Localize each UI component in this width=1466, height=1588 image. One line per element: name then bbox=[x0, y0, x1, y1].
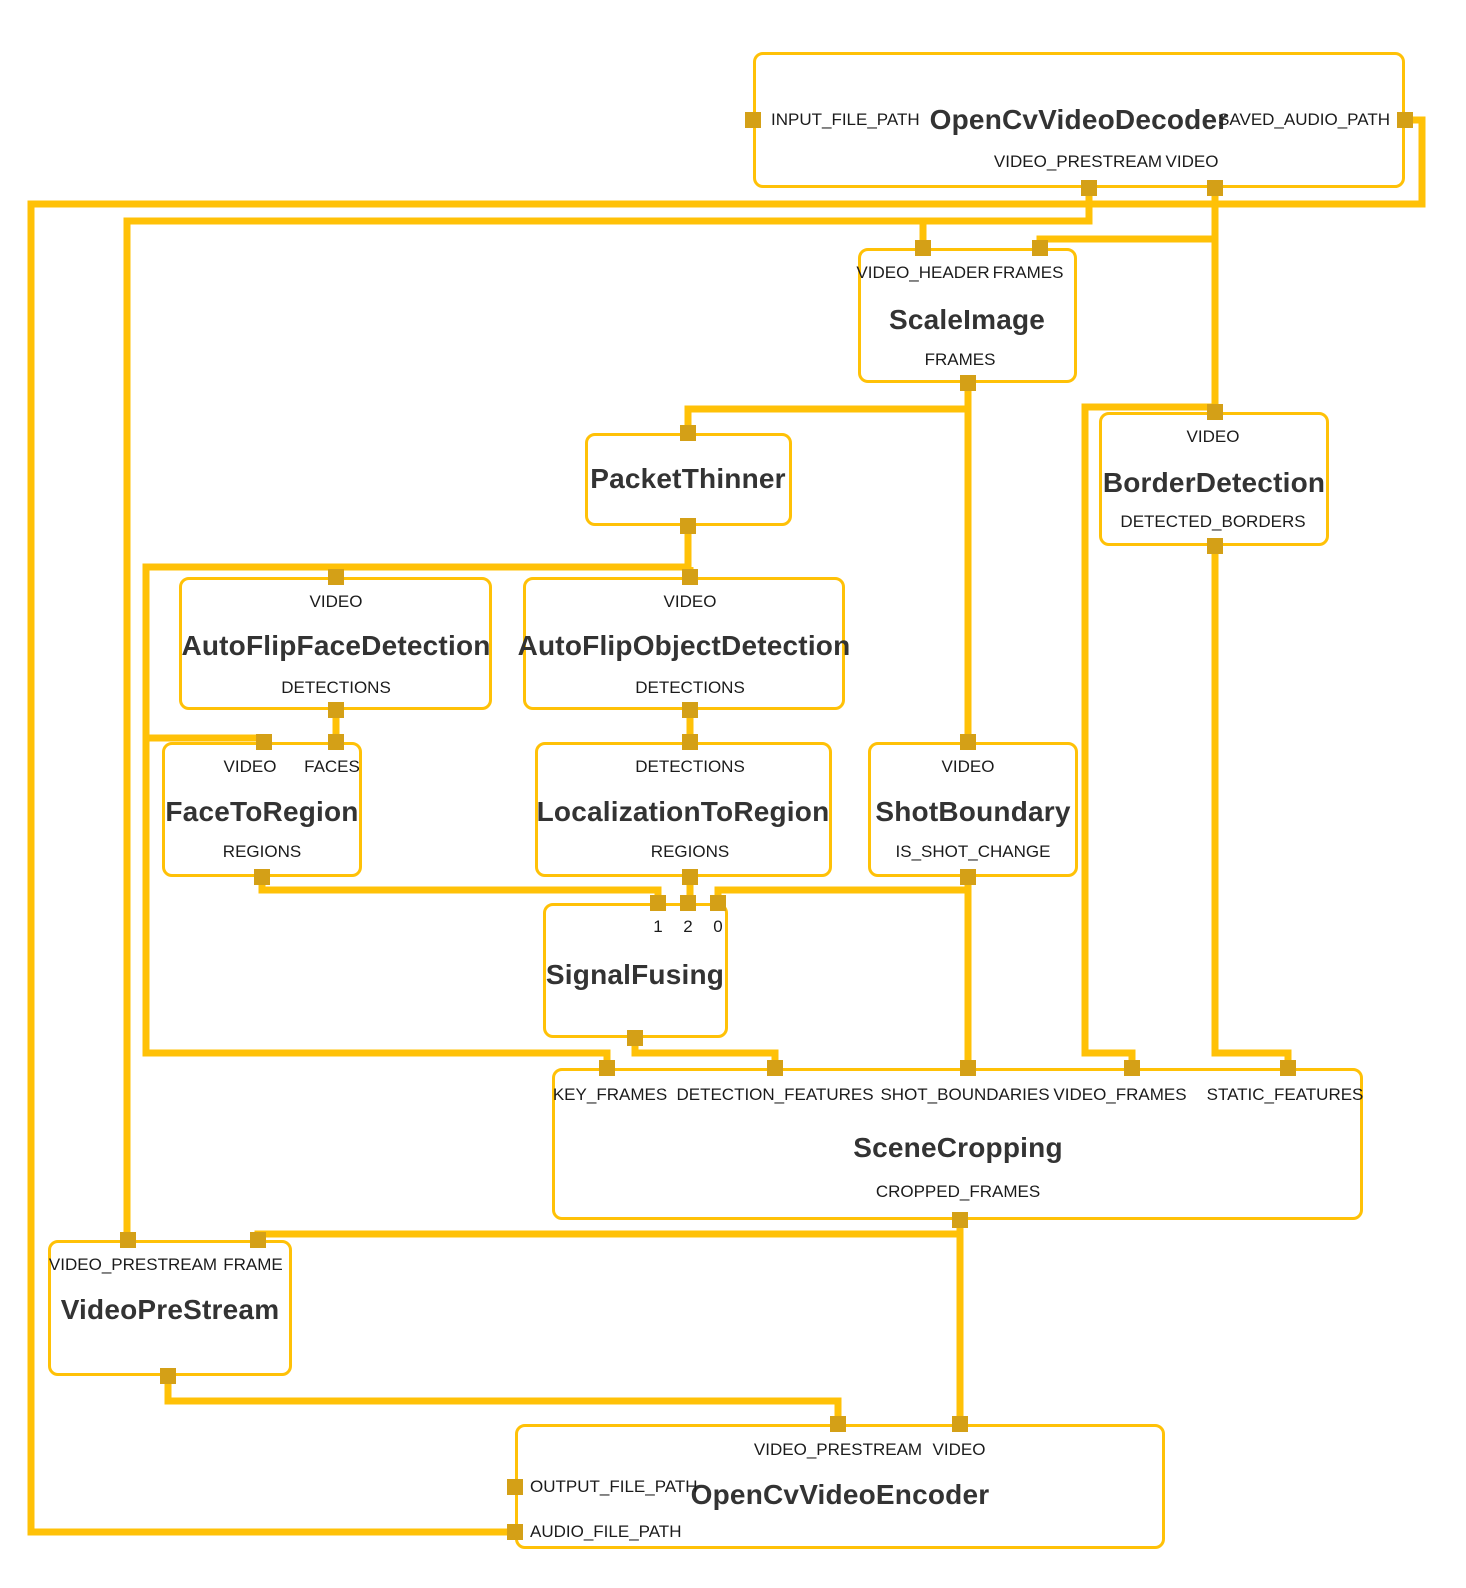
port-label-video-prestream: VIDEO_PRESTREAM bbox=[48, 1255, 218, 1274]
node-signal-fusing[interactable]: 1 2 0 SignalFusing bbox=[543, 903, 728, 1038]
port-label-2: 2 bbox=[683, 917, 693, 936]
node-title: PacketThinner bbox=[590, 463, 786, 494]
port-label-detections: DETECTIONS bbox=[635, 678, 745, 697]
node-border-detection[interactable]: VIDEO BorderDetection DETECTED_BORDERS bbox=[1099, 412, 1329, 546]
edge-videoprestream-out-to-encoder-prestream bbox=[164, 1376, 842, 1424]
port-label-saved-audio-path: SAVED_AUDIO_PATH bbox=[1218, 110, 1390, 129]
port-label-detected-borders: DETECTED_BORDERS bbox=[1120, 512, 1306, 531]
port-label-video: VIDEO bbox=[1165, 152, 1219, 171]
port-label-key-frames: KEY_FRAMES bbox=[552, 1085, 668, 1104]
node-title: FaceToRegion bbox=[165, 796, 359, 827]
edge-video-prestream-to-videoprestream-node bbox=[123, 188, 1093, 1240]
port-label-regions: REGIONS bbox=[222, 842, 302, 861]
node-title: AutoFlipObjectDetection bbox=[517, 630, 851, 661]
node-title: AutoFlipFaceDetection bbox=[181, 630, 491, 661]
port-label-video-frames: VIDEO_FRAMES bbox=[1053, 1085, 1187, 1104]
edge-cropped-frames-to-videoprestream-frame bbox=[254, 1230, 960, 1240]
node-title: ScaleImage bbox=[888, 304, 1046, 335]
port-label-video: VIDEO bbox=[941, 757, 995, 776]
edge-borders-to-static-features bbox=[1211, 546, 1292, 1068]
port-label-video-prestream: VIDEO_PRESTREAM bbox=[993, 152, 1163, 171]
edge-packetthinner-to-key-frames bbox=[142, 526, 692, 1068]
port-label-video-header: VIDEO_HEADER bbox=[856, 263, 990, 282]
node-title: OpenCvVideoDecoder bbox=[929, 104, 1229, 135]
edge-scaleimage-frames-to-packetthinner bbox=[684, 405, 968, 433]
node-title: ShotBoundary bbox=[875, 796, 1071, 827]
node-scene-cropping[interactable]: KEY_FRAMES DETECTION_FEATURES SHOT_BOUND… bbox=[552, 1068, 1363, 1220]
node-title: OpenCvVideoEncoder bbox=[690, 1479, 990, 1510]
node-localization-to-region[interactable]: DETECTIONS LocalizationToRegion REGIONS bbox=[535, 742, 832, 877]
edge-faceregions-to-signalfusing-1 bbox=[258, 877, 662, 903]
port-label-0: 0 bbox=[713, 917, 723, 936]
port-label-detections: DETECTIONS bbox=[281, 678, 391, 697]
node-title: SceneCropping bbox=[853, 1132, 1063, 1163]
port-label-video: VIDEO bbox=[663, 592, 717, 611]
edge-saved-audio-path-to-audio-file-path bbox=[27, 116, 1426, 1536]
port-label-frame: FRAME bbox=[223, 1255, 283, 1274]
edge-video-to-scenecropping-video-frames bbox=[1081, 403, 1215, 1068]
port-label-video: VIDEO bbox=[309, 592, 363, 611]
node-title: VideoPreStream bbox=[60, 1294, 280, 1325]
node-shot-boundary[interactable]: VIDEO ShotBoundary IS_SHOT_CHANGE bbox=[868, 742, 1078, 877]
node-packet-thinner[interactable]: PacketThinner bbox=[585, 433, 792, 526]
port-label-video-prestream: VIDEO_PRESTREAM bbox=[753, 1440, 923, 1459]
port-label-input-file-path: INPUT_FILE_PATH bbox=[771, 110, 920, 129]
port-label-detection-features: DETECTION_FEATURES bbox=[676, 1085, 874, 1104]
port-label-output-file-path: OUTPUT_FILE_PATH bbox=[530, 1477, 698, 1496]
port-label-frames-in: FRAMES bbox=[992, 263, 1064, 282]
edge-signalfusing-to-detection-features bbox=[631, 1038, 779, 1068]
port-label-1: 1 bbox=[653, 917, 663, 936]
edge-video-to-scaleimage-frames bbox=[1036, 235, 1215, 248]
port-label-faces: FACES bbox=[304, 757, 360, 776]
node-autoflip-object-detection[interactable]: VIDEO AutoFlipObjectDetection DETECTIONS bbox=[518, 577, 850, 710]
node-video-pre-stream[interactable]: VIDEO_PRESTREAM FRAME VideoPreStream bbox=[48, 1240, 292, 1376]
node-scale-image[interactable]: VIDEO_HEADER FRAMES ScaleImage FRAMES bbox=[856, 248, 1077, 383]
port-label-video: VIDEO bbox=[1186, 427, 1240, 446]
edge-shotchange-to-signalfusing-0 bbox=[714, 886, 968, 903]
port-label-shot-boundaries: SHOT_BOUNDARIES bbox=[880, 1085, 1050, 1104]
node-autoflip-face-detection[interactable]: VIDEO AutoFlipFaceDetection DETECTIONS bbox=[179, 577, 492, 710]
port-label-static-features: STATIC_FEATURES bbox=[1206, 1085, 1364, 1104]
port-label-regions: REGIONS bbox=[650, 842, 730, 861]
node-opencv-video-decoder[interactable]: INPUT_FILE_PATH OpenCvVideoDecoder SAVED… bbox=[753, 52, 1405, 188]
node-title: LocalizationToRegion bbox=[536, 796, 830, 827]
node-opencv-video-encoder[interactable]: VIDEO_PRESTREAM VIDEO OpenCvVideoEncoder… bbox=[515, 1424, 1165, 1549]
port-label-audio-file-path: AUDIO_FILE_PATH bbox=[530, 1522, 682, 1541]
port-label-is-shot-change: IS_SHOT_CHANGE bbox=[895, 842, 1051, 861]
port-label-frames-out: FRAMES bbox=[924, 350, 996, 369]
node-face-to-region[interactable]: VIDEO FACES FaceToRegion REGIONS bbox=[162, 742, 362, 877]
node-title: SignalFusing bbox=[545, 959, 725, 990]
node-title: BorderDetection bbox=[1102, 467, 1326, 498]
port-label-video: VIDEO bbox=[932, 1440, 986, 1459]
port-label-video: VIDEO bbox=[223, 757, 277, 776]
port-label-detections: DETECTIONS bbox=[635, 757, 745, 776]
port-label-cropped-frames: CROPPED_FRAMES bbox=[875, 1182, 1041, 1201]
